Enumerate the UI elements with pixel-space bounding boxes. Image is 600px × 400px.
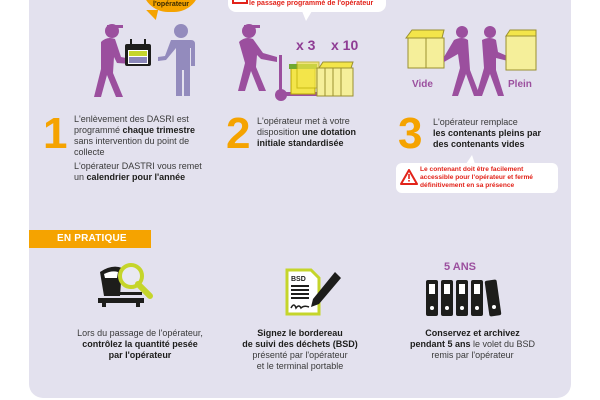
text: le volet du BSD	[470, 339, 536, 349]
text-line: Lors du passage de l'opérateur,	[77, 328, 203, 338]
text-line: présenté par l'opérateur	[252, 350, 348, 360]
text-line: L'opérateur remplace	[433, 117, 518, 127]
text-bold: les contenants pleins par	[433, 128, 542, 138]
speech-bubble-warning: le passage programmé de l'opérateur	[228, 0, 386, 21]
text: disposition	[257, 127, 303, 137]
text-bold: Conservez et archivez	[425, 328, 520, 338]
section-title: EN PRATIQUE	[57, 233, 127, 244]
text-line: définitivement en sa présence	[420, 182, 515, 189]
operator-figure-icon	[94, 24, 131, 97]
archive-duration-heading: 5 ANS	[444, 261, 476, 273]
text-line: et le terminal portable	[256, 361, 344, 371]
text-bold: contrôlez la quantité pesée	[82, 339, 198, 349]
step-number-2: 2	[226, 109, 251, 158]
text-line: sans intervention du point de	[74, 136, 190, 146]
text: programmé	[74, 125, 123, 135]
container-exchange-illustration	[405, 26, 537, 96]
bubble-text: le passage programmé de l'opérateur	[249, 0, 374, 7]
calendar-icon	[125, 39, 151, 66]
text-line: par l'opérateur	[40, 350, 240, 361]
text-bold: initiale standardisée	[257, 138, 344, 148]
text-line: pendant 5 ans le volet du BSD	[385, 339, 560, 350]
text-bold: une dotation	[302, 127, 357, 137]
binders-icon	[426, 279, 502, 317]
bubble-text: l'opérateur	[153, 1, 189, 8]
text-line: initiale standardisée	[257, 138, 387, 149]
text-line: L'opérateur DASTRI vous remet	[74, 161, 202, 171]
text-bold: Signez le bordereau	[257, 328, 343, 338]
operator-figure-icon	[238, 24, 277, 91]
text-line: Signez le bordereau	[215, 328, 385, 339]
handing-calendar-illustration	[94, 24, 195, 97]
full-container-icon	[505, 29, 537, 71]
trolley-dotation-illustration	[238, 24, 354, 101]
step-1-text: L'enlèvement des DASRI est programmé cha…	[74, 114, 214, 183]
step-number-3: 3	[398, 109, 423, 158]
cardboard-boxes-icon	[316, 61, 354, 97]
text-line: collecte	[74, 147, 105, 157]
text-line: contrôlez la quantité pesée	[40, 339, 240, 350]
text-line: disposition une dotation	[257, 127, 387, 138]
text-line: accessible pour l'opérateur et fermé	[420, 174, 533, 181]
yellow-bins-icon	[289, 61, 320, 95]
label-empty: Vide	[412, 79, 433, 90]
client-figure-icon	[158, 24, 195, 96]
practice-item-sign: Signez le bordereau de suivi des déchets…	[215, 328, 385, 372]
operator-figure-icon	[476, 26, 512, 96]
text-line: remis par l'opérateur	[431, 350, 514, 360]
text-line: Conservez et archivez	[385, 328, 560, 339]
quantity-small: x 3	[296, 37, 316, 53]
scale-magnifier-icon	[98, 263, 153, 307]
step-number-1: 1	[43, 109, 68, 158]
section-banner: EN PRATIQUE	[29, 230, 151, 248]
practice-item-weigh: Lors du passage de l'opérateur, contrôle…	[40, 328, 240, 361]
text-bold: de suivi des déchets (BSD)	[242, 339, 358, 349]
operator-figure-icon	[444, 26, 480, 96]
speech-bubble-orange: l'opérateur	[142, 0, 200, 12]
warning-triangle-icon	[400, 169, 418, 185]
text: un	[74, 172, 87, 182]
step-2-text: L'opérateur met à votre disposition une …	[257, 116, 387, 149]
text-line: de suivi des déchets (BSD)	[215, 339, 385, 350]
quantity-large: x 10	[331, 37, 359, 53]
step-3-text: L'opérateur remplace les contenants plei…	[433, 117, 573, 150]
text-bold: des contenants vides	[433, 139, 525, 149]
svg-text:BSD: BSD	[291, 276, 306, 283]
bsd-sign-icon: BSD	[285, 268, 341, 316]
warning-text: Le contenant doit être facilement access…	[420, 166, 533, 190]
text-line: programmé chaque trimestre	[74, 125, 214, 136]
text-line: des contenants vides	[433, 139, 573, 150]
text-bold: par l'opérateur	[108, 350, 172, 360]
text-line: L'opérateur met à votre	[257, 116, 350, 126]
warning-callout: Le contenant doit être facilement access…	[396, 155, 558, 193]
practice-item-archive: Conservez et archivez pendant 5 ans le v…	[385, 328, 560, 361]
text-line: un calendrier pour l'année	[74, 172, 214, 183]
text-line: Le contenant doit être facilement	[420, 166, 524, 173]
text-bold: chaque trimestre	[122, 125, 196, 135]
empty-container-icon	[405, 29, 445, 69]
warning-icon	[232, 0, 248, 4]
text-line: L'enlèvement des DASRI est	[74, 114, 189, 124]
label-full: Plein	[508, 79, 532, 90]
text-bold: pendant 5 ans	[409, 339, 471, 349]
text-bold: calendrier pour l'année	[86, 172, 186, 182]
text-line: les contenants pleins par	[433, 128, 573, 139]
